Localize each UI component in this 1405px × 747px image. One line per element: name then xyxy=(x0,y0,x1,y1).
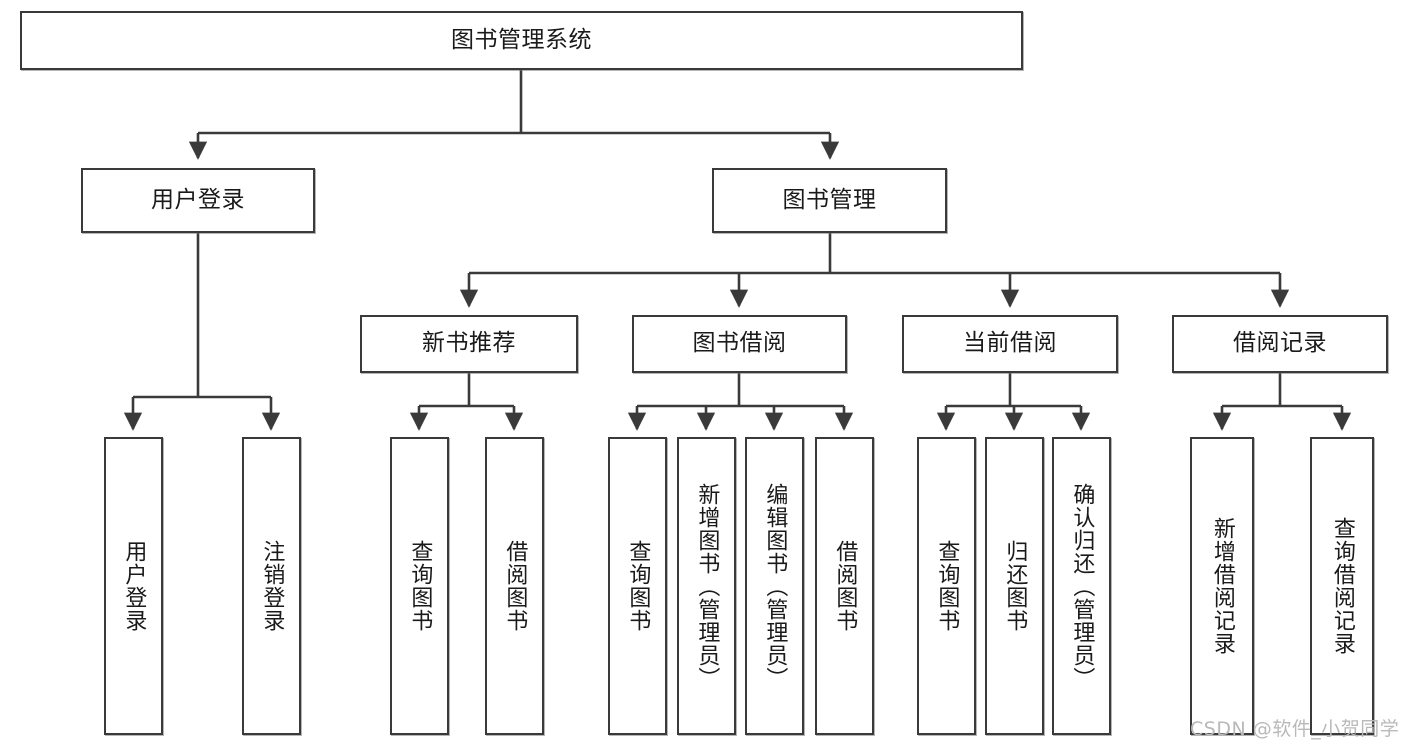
node-root[interactable]: 图书管理系统 xyxy=(20,11,1023,70)
node-leaf-rec-borrow-label: 借阅图书 xyxy=(502,540,528,632)
node-leaf-borrow-query-label: 查询图书 xyxy=(625,540,651,632)
node-leaf-user-logout-label: 注销登录 xyxy=(259,540,285,632)
node-leaf-borrow-add[interactable]: 新增图书（管理员） xyxy=(677,437,736,735)
node-leaf-user-logout[interactable]: 注销登录 xyxy=(242,437,301,735)
node-leaf-user-login[interactable]: 用户登录 xyxy=(104,437,163,735)
node-leaf-rec-query-label: 查询图书 xyxy=(407,540,433,632)
node-leaf-cur-query-label: 查询图书 xyxy=(934,540,960,632)
node-book-borrow-label: 图书借阅 xyxy=(692,330,787,357)
node-leaf-borrow-edit-label: 编辑图书（管理员） xyxy=(762,482,788,690)
node-leaf-rec-borrow[interactable]: 借阅图书 xyxy=(485,437,544,735)
node-leaf-borrow-query[interactable]: 查询图书 xyxy=(608,437,667,735)
node-leaf-cur-confirm-label: 确认归还（管理员） xyxy=(1069,482,1095,690)
node-leaf-cur-confirm[interactable]: 确认归还（管理员） xyxy=(1052,437,1111,735)
node-leaf-rec-query[interactable]: 查询图书 xyxy=(390,437,449,735)
node-borrow-record-label: 借阅记录 xyxy=(1233,330,1327,357)
node-leaf-cur-query[interactable]: 查询图书 xyxy=(917,437,976,735)
node-leaf-borrow-edit[interactable]: 编辑图书（管理员） xyxy=(745,437,804,735)
node-borrow-record[interactable]: 借阅记录 xyxy=(1172,315,1388,373)
node-user-login-label: 用户登录 xyxy=(151,186,245,213)
node-book-manage-label: 图书管理 xyxy=(782,186,877,213)
node-leaf-rec-search[interactable]: 查询借阅记录 xyxy=(1310,437,1374,735)
node-leaf-rec-add[interactable]: 新增借阅记录 xyxy=(1190,437,1254,735)
node-new-book-rec[interactable]: 新书推荐 xyxy=(360,315,578,373)
node-book-manage[interactable]: 图书管理 xyxy=(712,168,947,233)
node-leaf-rec-add-label: 新增借阅记录 xyxy=(1209,517,1235,655)
node-leaf-borrow-lend[interactable]: 借阅图书 xyxy=(815,437,874,735)
node-user-login[interactable]: 用户登录 xyxy=(81,168,315,233)
node-book-borrow[interactable]: 图书借阅 xyxy=(632,315,847,373)
node-leaf-user-login-label: 用户登录 xyxy=(121,540,147,632)
node-current-borrow-label: 当前借阅 xyxy=(963,330,1057,357)
node-root-label: 图书管理系统 xyxy=(451,26,592,53)
csdn-watermark: CSDN @软件_小贺同学 xyxy=(1190,718,1400,740)
node-leaf-cur-return-label: 归还图书 xyxy=(1002,540,1028,632)
node-leaf-borrow-add-label: 新增图书（管理员） xyxy=(694,482,720,690)
node-current-borrow[interactable]: 当前借阅 xyxy=(902,315,1118,373)
node-leaf-borrow-lend-label: 借阅图书 xyxy=(832,540,858,632)
node-new-book-rec-label: 新书推荐 xyxy=(422,330,516,357)
node-leaf-rec-search-label: 查询借阅记录 xyxy=(1329,517,1355,655)
node-leaf-cur-return[interactable]: 归还图书 xyxy=(985,437,1044,735)
